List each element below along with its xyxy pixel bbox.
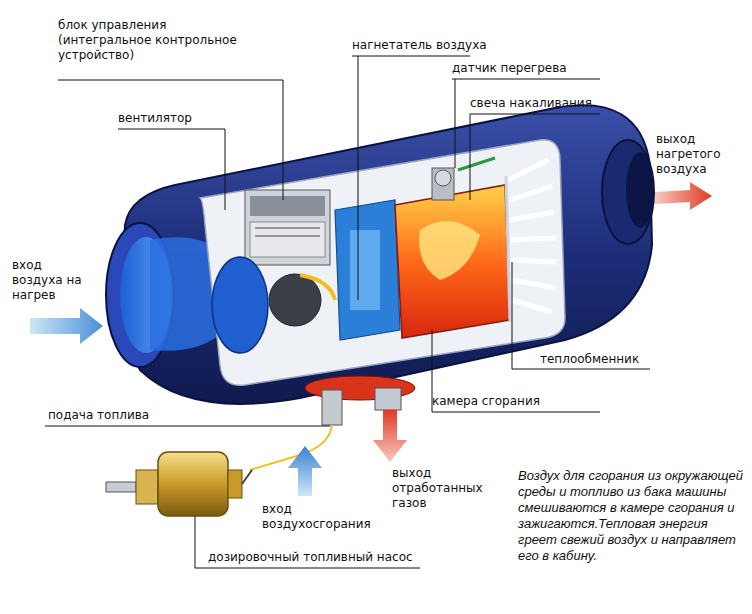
caption-note: Воздух для сгорания из окружающей среды … [518, 468, 746, 564]
part-label: свеча накаливания [470, 96, 630, 111]
flow-label: выход нагретого воздуха [656, 132, 736, 177]
flow-label: выход отработанных газов [392, 466, 502, 511]
part-label: блок управления (интегральное контрольно… [58, 18, 258, 63]
part-label: датчик перегрева [452, 61, 612, 76]
part-label: нагнетатель воздуха [352, 38, 522, 53]
flow-label: вход воздуха на нагрев [12, 258, 92, 303]
part-label: подача топлива [48, 408, 208, 423]
part-label: камера сгорания [432, 394, 592, 409]
flow-label: вход воздухосгорания [262, 502, 392, 532]
part-label: теплообменник [540, 352, 670, 367]
part-label: вентилятор [118, 111, 228, 126]
part-label: дозировочный топливный насос [208, 550, 468, 565]
